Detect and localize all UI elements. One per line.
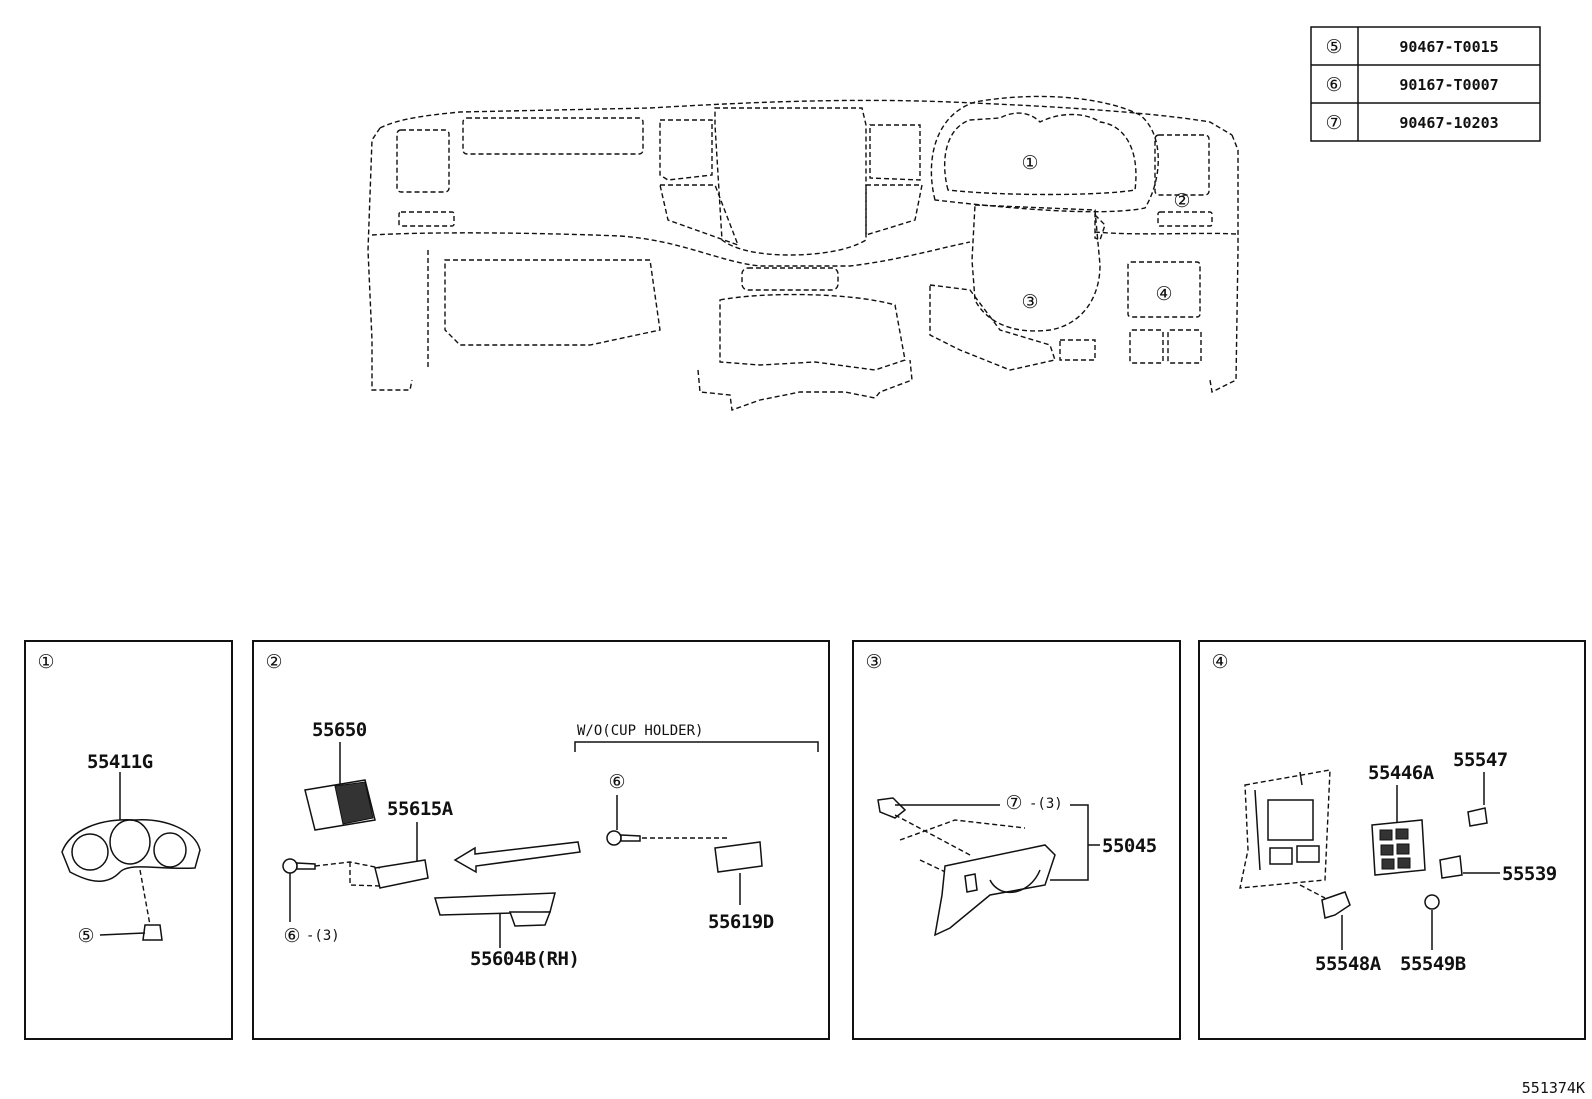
cover-part [714,841,763,873]
arrow-icon [453,841,581,874]
lower-panel-part [934,844,1056,937]
overview-callout-1: ① [1021,152,1038,174]
panel-4: ④ 55446A 55547 55539 [1198,640,1586,1040]
part-55548A: 55548A [1315,953,1382,975]
condition-label: W/O(CUP HOLDER) [577,723,703,739]
screw-icon [282,858,316,874]
part-55539: 55539 [1502,863,1557,885]
overview-callout-2: ② [1173,190,1190,212]
panel-3: ③ ⑦ -(3) 55045 [852,640,1181,1040]
panel-1-ref: ① [37,651,54,673]
panel-3-screw-ref: ⑦ [1005,792,1022,814]
part-55604B-RH: 55604B(RH) [470,948,579,970]
part-55045: 55045 [1102,835,1157,857]
part-55411G: 55411G [87,751,153,773]
overview-callout-4: ④ [1155,283,1172,305]
table-ref-5: ⑤ [1325,36,1342,58]
dashboard-overview: ① ② ③ ④ [367,95,1239,411]
panel-2-screw-ref-2: ⑥ [608,771,625,793]
illustration-id: 551374K [1522,1079,1585,1097]
part-55547: 55547 [1453,749,1508,771]
panel-4-ref: ④ [1211,651,1228,673]
part-55619D: 55619D [708,911,774,933]
panel-2-screw-qty: -(3) [306,928,340,944]
part-55650: 55650 [312,719,367,741]
panel-3-ref: ③ [865,651,882,673]
fastener-table: ⑤ 90467-T0015 ⑥ 90167-T0007 ⑦ 90467-1020… [1310,26,1541,142]
table-part-90467-T0015: 90467-T0015 [1399,38,1498,56]
air-vent-part [304,779,376,831]
plug-part [1424,894,1440,910]
panel-2-ref: ② [265,651,282,673]
panel-1-clip-ref: ⑤ [77,925,94,947]
table-part-90167-T0007: 90167-T0007 [1399,76,1498,94]
panel-3-screw-qty: -(3) [1029,796,1063,812]
storage-box-part [434,892,556,927]
switch-panel-part [1371,819,1426,876]
knob-part [1439,855,1463,879]
part-55446A: 55446A [1368,762,1435,784]
panel-2-screw-ref: ⑥ [283,925,300,947]
part-55615A: 55615A [387,798,454,820]
clip-icon [142,924,163,941]
holder-part [1321,891,1351,919]
dash-section-part [1239,769,1331,889]
screw-icon-2 [606,830,641,846]
clip-part [877,797,907,819]
table-part-90467-10203: 90467-10203 [1399,114,1498,132]
instrument-cluster-part [61,819,201,882]
table-ref-6: ⑥ [1325,74,1342,96]
bracket-part [374,859,429,889]
panel-2: ② 55650 55615A ⑥ -(3) 55604B(RH) W/O(CUP [252,640,830,1040]
part-55549B: 55549B [1400,953,1466,975]
panel-1: ① 55411G ⑤ [24,640,233,1040]
overview-callout-3: ③ [1021,291,1038,313]
cap-part [1467,807,1488,827]
table-ref-7: ⑦ [1325,112,1342,134]
